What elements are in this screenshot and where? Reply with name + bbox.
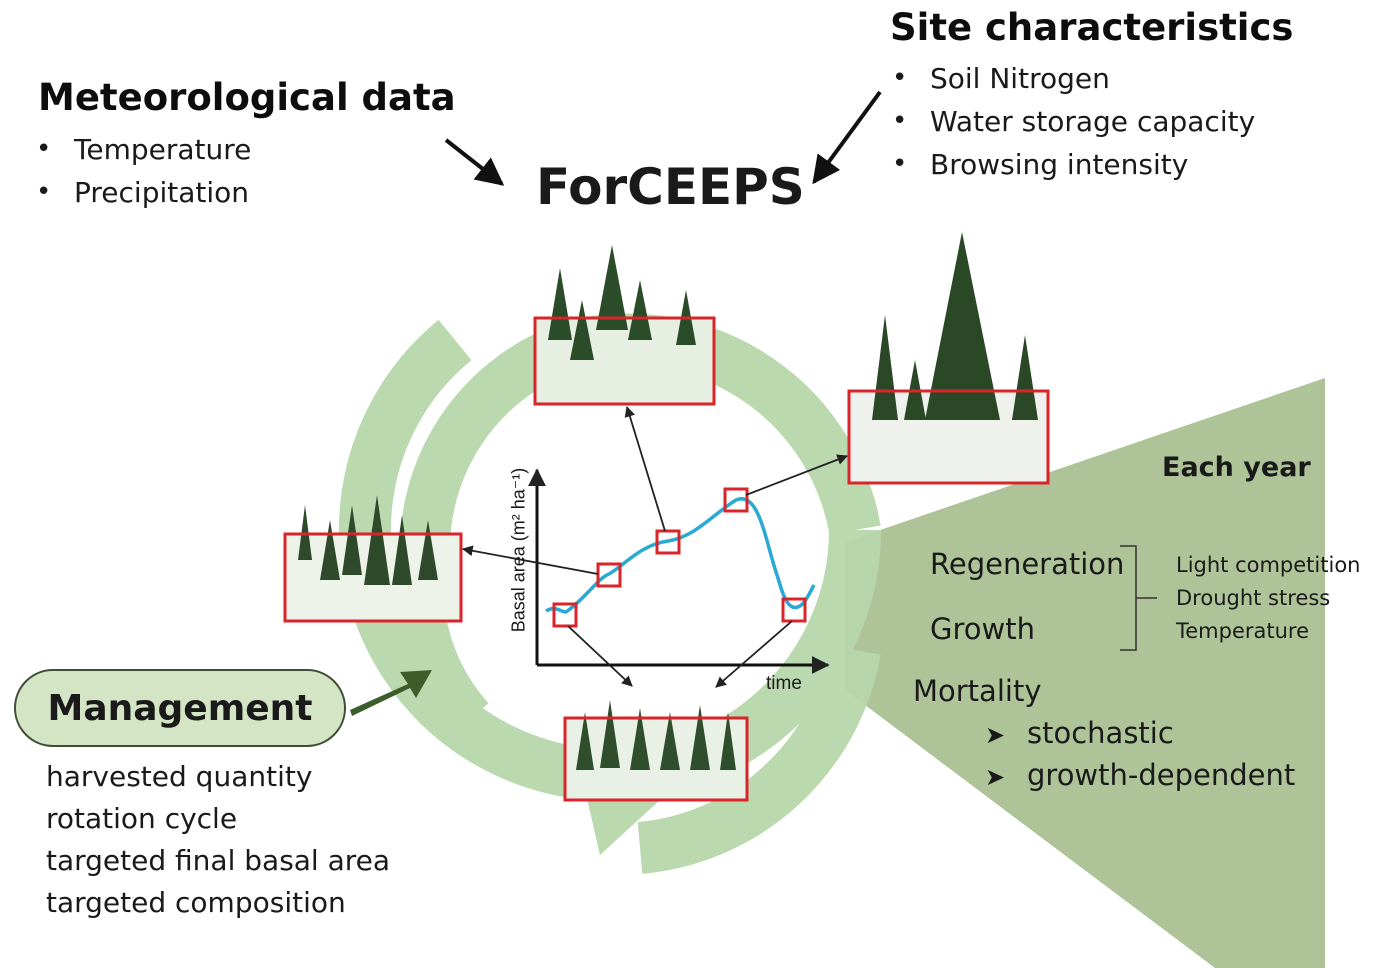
site-title: Site characteristics [890,6,1294,49]
arrow-bullet-icon: ➤ [985,721,1006,749]
management-box: Management [14,669,346,747]
factor-bracket [1120,545,1157,651]
forest-frame-bottom [563,700,749,802]
process-mortality: Mortality [913,674,1042,708]
process-regeneration: Regeneration [930,547,1125,581]
list-item: Temperature [34,128,251,171]
model-title: ForCEEPS [536,158,805,216]
list-item: targeted composition [46,886,346,919]
list-item: Precipitation [34,171,251,214]
factor-item: Drought stress [1176,586,1331,610]
chart-y-label: Basal area (m² ha⁻¹) [508,467,529,633]
list-item: Browsing intensity [890,143,1255,186]
meteorological-list: Temperature Precipitation [34,128,251,214]
list-item: targeted final basal area [46,844,391,877]
management-title: Management [47,687,313,729]
management-list: harvested quantity rotation cycle target… [46,756,390,924]
marker-links [461,405,849,688]
chart-axes [528,468,830,674]
factor-item: Light competition [1176,553,1361,577]
list-item: rotation cycle [46,802,238,835]
mortality-type-label: stochastic [1027,716,1174,750]
management-arrow [350,670,432,716]
list-item: Soil Nitrogen [890,57,1255,100]
factor-list: Light competition Drought stress Tempera… [1176,549,1360,648]
each-year-header: Each year [1162,452,1311,483]
process-growth: Growth [930,612,1035,646]
chart-x-label: time [766,673,802,694]
basal-area-curve [545,497,816,614]
list-item: harvested quantity [46,760,313,793]
site-arrow [812,90,882,185]
forest-frame-right [847,232,1050,485]
mortality-type: ➤ stochastic [985,716,1174,750]
list-item: Water storage capacity [890,100,1255,143]
curve-sample-markers [552,487,807,628]
site-list: Soil Nitrogen Water storage capacity Bro… [890,57,1255,186]
factor-item: Temperature [1176,619,1310,643]
arrow-bullet-icon: ➤ [985,763,1006,791]
forest-frame-top [533,245,716,406]
mortality-type-label: growth-dependent [1027,758,1296,792]
meteorological-title: Meteorological data [38,76,456,119]
mortality-type: ➤ growth-dependent [985,758,1295,792]
cycle-arrowhead [585,790,660,855]
process-wedge [845,378,1325,968]
met-arrow [444,138,505,186]
forest-frame-left [283,495,463,623]
